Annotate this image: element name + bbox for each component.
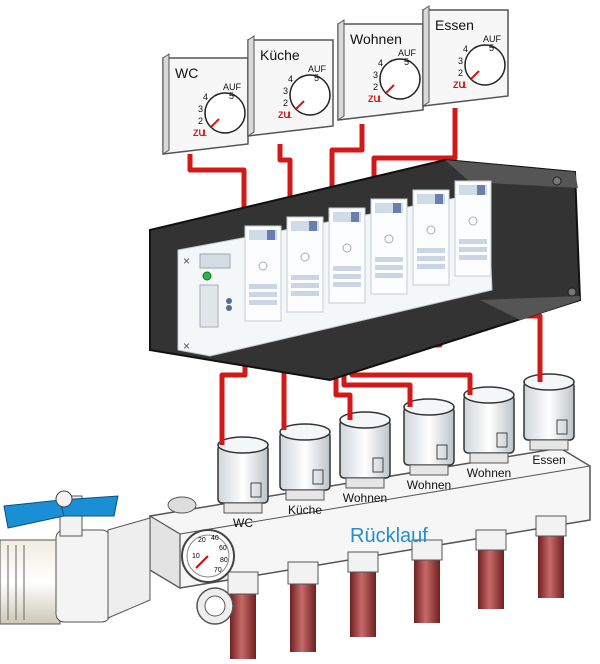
dial-scale: 2: [283, 98, 288, 108]
actuator-label: Wohnen: [343, 491, 387, 505]
dial-scale: 1: [377, 94, 382, 104]
manifold-label: Rücklauf: [350, 525, 428, 547]
dial-scale: 5: [229, 91, 234, 101]
pipe: [350, 565, 376, 637]
channel-module-3: [328, 207, 366, 304]
dial-scale: 1: [462, 80, 467, 90]
valve-actuator: Essen: [523, 373, 575, 467]
pipe: [538, 530, 564, 598]
dial-open-label: AUF: [398, 48, 417, 58]
actuator-label: Wohnen: [407, 478, 451, 492]
dial-scale: 5: [314, 73, 319, 83]
actuator-label: Küche: [288, 503, 322, 517]
valve-actuator: Wohnen: [403, 398, 455, 492]
dial-scale: 1: [287, 110, 292, 120]
svg-text:×: ×: [183, 339, 190, 353]
channel-module-2: [286, 216, 324, 313]
dial-scale: 3: [198, 104, 203, 114]
manifold: [149, 447, 591, 595]
valve-actuator: Wohnen: [463, 386, 515, 480]
thermostat-room-label: WC: [175, 65, 198, 81]
thermostat-room-label: Essen: [435, 17, 474, 33]
valve-actuator: Küche: [279, 423, 331, 517]
dial-scale: 3: [458, 56, 463, 66]
dial-scale: 5: [489, 43, 494, 53]
channel-module-6: [454, 180, 492, 277]
pipe: [478, 545, 504, 609]
gauge-tick: 80: [220, 557, 228, 564]
dial-open-label: AUF: [483, 34, 502, 44]
actuator-label: Essen: [532, 453, 565, 467]
channel-module-1: [244, 225, 282, 322]
gauge-tick: 10: [192, 553, 200, 560]
dial-scale: 2: [458, 68, 463, 78]
dial-scale: 4: [378, 58, 383, 68]
pipe: [290, 580, 316, 652]
dial-scale: 3: [373, 70, 378, 80]
dial-scale: 4: [288, 74, 293, 84]
thermostat-room-label: Wohnen: [350, 31, 402, 47]
gauge-tick: 60: [219, 545, 227, 552]
valve-actuator: WC: [217, 436, 269, 530]
dial-scale: 2: [198, 116, 203, 126]
dial-scale: 5: [404, 57, 409, 67]
dial-scale: 2: [373, 82, 378, 92]
dial-close-label: ZU: [368, 94, 380, 104]
valve-actuator: Wohnen: [339, 411, 391, 505]
status-led-icon: [202, 271, 212, 281]
dial-scale: 3: [283, 86, 288, 96]
dial-close-label: ZU: [193, 128, 205, 138]
pipe: [230, 590, 256, 659]
channel-module-4: [370, 198, 408, 295]
gauge-tick: 40: [211, 535, 219, 542]
dial-close-label: ZU: [278, 110, 290, 120]
return-pipes: [230, 530, 564, 659]
ball-valve: [0, 490, 151, 625]
dial-scale: 4: [203, 92, 208, 102]
svg-text:×: ×: [183, 254, 190, 268]
thermometer-icon: 20 40 60 80 70 10: [167, 496, 235, 625]
room-thermostats: WCAUF54321ZUKücheAUF54321ZUWohnenAUF5432…: [162, 5, 509, 155]
gauge-tick: 20: [198, 537, 206, 544]
dial-scale: 1: [202, 128, 207, 138]
dial-scale: 4: [463, 44, 468, 54]
actuator-label: Wohnen: [467, 466, 511, 480]
valve-handle-icon: [3, 499, 65, 529]
thermostat-room-label: Küche: [260, 47, 300, 63]
actuator-label: WC: [233, 516, 253, 530]
gauge-tick: 70: [214, 567, 222, 574]
channel-module-5: [412, 189, 450, 286]
dial-close-label: ZU: [453, 80, 465, 90]
dial-open-label: AUF: [308, 64, 327, 74]
control-wire: [277, 144, 293, 225]
dial-open-label: AUF: [223, 82, 242, 92]
control-wire: [187, 154, 247, 238]
pipe: [414, 555, 440, 623]
channel-modules: [244, 180, 492, 322]
